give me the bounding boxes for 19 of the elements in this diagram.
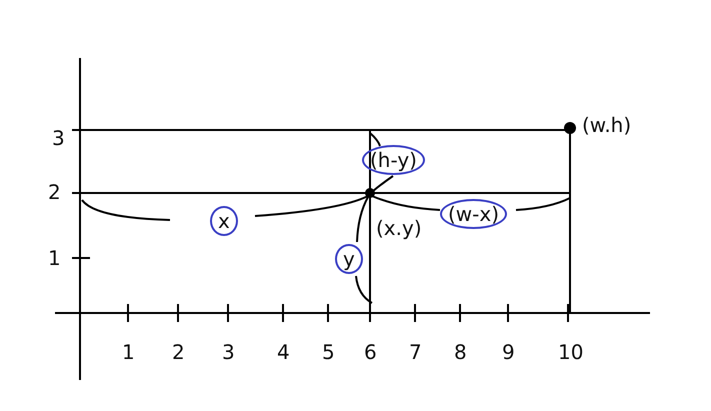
tick-label: 3	[52, 128, 65, 148]
circled-label: (h-y)	[362, 145, 425, 175]
tick-label: 2	[48, 182, 61, 202]
tick-label: 1	[48, 248, 61, 268]
tick-label: 7	[409, 342, 422, 362]
circled-label: (w-x)	[440, 199, 508, 229]
point-label: (x.y)	[376, 218, 422, 238]
tick-label: 1	[122, 342, 135, 362]
tick-label: 9	[502, 342, 515, 362]
tick-label: 3	[222, 342, 235, 362]
point-label: (w.h)	[582, 115, 632, 135]
tick-label: 10	[558, 342, 584, 362]
tick-label: 5	[322, 342, 335, 362]
tick-label: 8	[454, 342, 467, 362]
tick-label: 2	[172, 342, 185, 362]
tick-label: 4	[277, 342, 290, 362]
circled-label: y	[335, 244, 363, 274]
tick-label: 6	[364, 342, 377, 362]
circled-label: x	[210, 206, 238, 236]
